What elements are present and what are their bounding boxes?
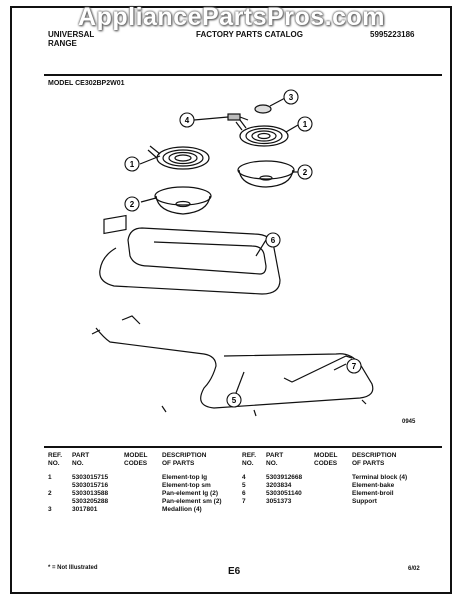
- callout-1-right: 1: [297, 116, 313, 132]
- svg-text:6: 6: [271, 236, 276, 245]
- callout-1-left: 1: [124, 156, 140, 172]
- model-label: MODEL CE302BP2W01: [48, 80, 125, 87]
- broil-element: [99, 214, 281, 295]
- support-bracket: [283, 355, 353, 383]
- surface-element-large: [147, 145, 210, 170]
- page-frame: [10, 6, 452, 594]
- callout-2-left: 2: [124, 196, 140, 212]
- svg-text:1: 1: [130, 160, 135, 169]
- svg-text:7: 7: [352, 362, 357, 371]
- catalog-title: FACTORY PARTS CATALOG: [196, 30, 303, 39]
- callout-2-right: 2: [297, 164, 313, 180]
- col-ref: REF.NO.: [48, 452, 63, 467]
- drip-pan-right: [237, 160, 295, 188]
- col-ref: REF.NO.: [242, 452, 257, 467]
- surface-element-small: [235, 119, 289, 147]
- terminal-block: [227, 113, 249, 121]
- watermark: AppliancePartsPros.com: [78, 3, 385, 31]
- svg-text:2: 2: [130, 200, 135, 209]
- svg-text:3: 3: [289, 93, 294, 102]
- parts-diagram: 1 2 3 4 1 2 6 7 5: [91, 89, 374, 417]
- drip-pan-left: [154, 186, 212, 215]
- medallion: [254, 104, 272, 114]
- page-code: E6: [228, 566, 241, 577]
- header-rule: [44, 74, 442, 76]
- callout-5: 5: [226, 392, 242, 408]
- catalog-number: 5995223186: [370, 30, 415, 39]
- figure-code: 0945: [402, 419, 416, 425]
- revision-date: 6/02: [408, 566, 420, 572]
- brand-line-1: UNIVERSAL: [48, 30, 95, 39]
- svg-text:5: 5: [232, 396, 237, 405]
- svg-text:1: 1: [303, 120, 308, 129]
- callout-4: 4: [179, 112, 195, 128]
- svg-text:4: 4: [185, 116, 190, 125]
- callout-7: 7: [346, 358, 362, 374]
- callout-6: 6: [265, 232, 281, 248]
- table-rule: [44, 446, 442, 448]
- not-illustrated-footnote: * = Not Illustrated: [48, 565, 98, 571]
- svg-text:2: 2: [303, 168, 308, 177]
- brand-line-2: RANGE: [48, 39, 77, 48]
- callout-3: 3: [283, 89, 299, 105]
